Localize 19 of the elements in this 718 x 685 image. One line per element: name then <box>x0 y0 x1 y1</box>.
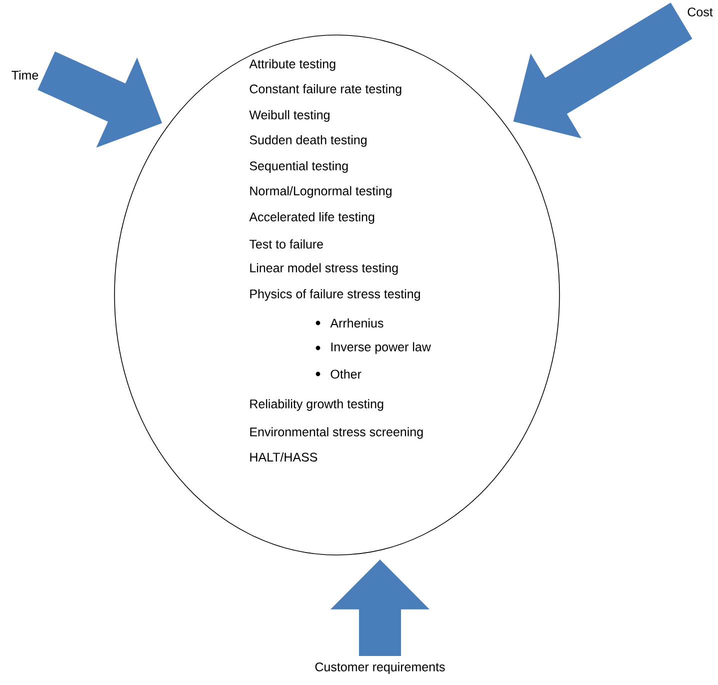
list-item: Sequential testing <box>250 161 348 173</box>
list-item: Arrhenius <box>330 318 384 328</box>
list-item: Reliability growth testing <box>250 399 384 411</box>
list-item: Test to failure <box>249 239 323 249</box>
list-item: Accelerated life testing <box>249 212 374 224</box>
list-item: Physics of failure stress testing <box>250 289 420 301</box>
list-item: Linear model stress testing <box>250 263 398 275</box>
label: Cost <box>688 8 713 16</box>
list-item: Environmental stress screening <box>250 427 423 439</box>
list-item: Attribute testing <box>249 59 336 71</box>
label: Time <box>12 70 38 80</box>
list-item: Other <box>330 369 362 379</box>
list-item: Constant failure rate testing <box>250 84 402 96</box>
list-item: Weibull testing <box>249 110 330 122</box>
list-item: HALT/HASS <box>250 452 318 462</box>
list-item: Inverse power law <box>331 342 431 354</box>
list-item: Normal/Lognormal testing <box>250 186 392 198</box>
list-item: Sudden death testing <box>250 135 367 147</box>
label: Customer requirements <box>315 662 445 674</box>
